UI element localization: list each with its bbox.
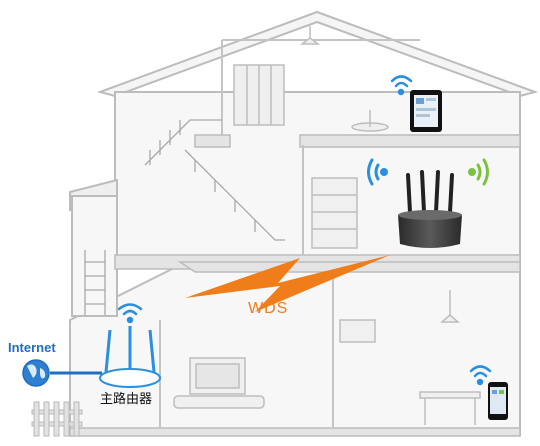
phone-icon [488, 382, 508, 420]
router-icon [99, 326, 161, 388]
bookshelf [311, 177, 358, 249]
main-router-label: 主路由器 [100, 392, 153, 407]
staircases [84, 119, 285, 315]
fence [31, 401, 83, 437]
wds-label: WDS [248, 300, 289, 317]
inner-walls [159, 39, 420, 428]
floors [69, 134, 521, 437]
wifi-icon [117, 303, 143, 324]
internet-label: Internet [8, 340, 56, 355]
living-room [173, 290, 481, 425]
tablet-icon [410, 90, 442, 132]
router-icon [398, 170, 462, 248]
lightning-bolt-icon [185, 255, 390, 312]
attic-room [233, 26, 389, 132]
wifi-icon [367, 158, 388, 186]
wifi-icon [390, 75, 413, 96]
wifi-icon [469, 365, 492, 386]
globe-icon [22, 359, 50, 387]
wifi-icon [468, 158, 489, 186]
